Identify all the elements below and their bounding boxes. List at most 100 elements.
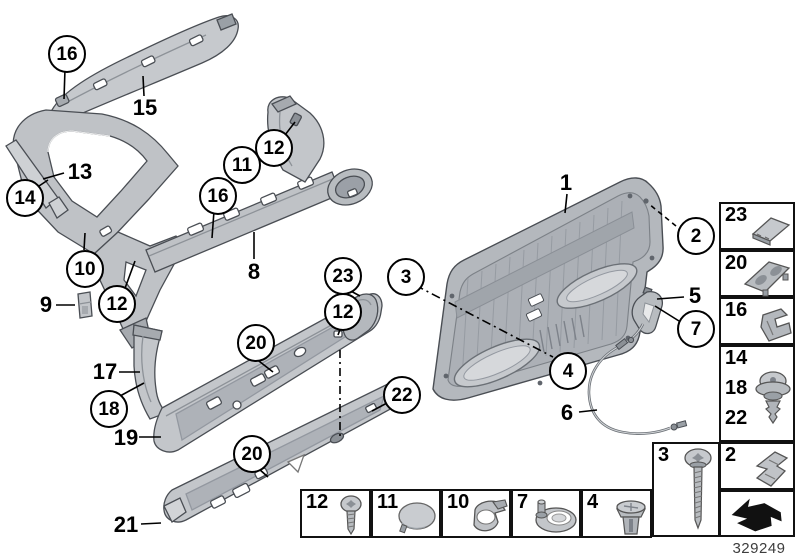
callout-text-17[interactable]: 17 bbox=[93, 361, 117, 383]
callout-text-21[interactable]: 21 bbox=[114, 514, 138, 536]
callout-text-19[interactable]: 19 bbox=[114, 427, 138, 449]
callout-label: 7 bbox=[690, 318, 702, 340]
legend-label: 2 bbox=[725, 444, 737, 466]
legend-box-direction[interactable] bbox=[719, 490, 795, 537]
callout-circle-23[interactable]: 23 bbox=[324, 257, 362, 295]
callout-circle-11[interactable]: 11 bbox=[223, 146, 261, 184]
callout-label: 15 bbox=[132, 95, 158, 120]
callout-circle-10[interactable]: 10 bbox=[66, 250, 104, 288]
callout-circle-16-top[interactable]: 16 bbox=[48, 35, 86, 73]
callout-circle-12-mid[interactable]: 12 bbox=[324, 293, 362, 331]
callout-text-15[interactable]: 15 bbox=[133, 97, 157, 119]
callout-label: 18 bbox=[98, 398, 120, 420]
edge-clip-icon bbox=[760, 308, 792, 342]
legend-label: 3 bbox=[658, 444, 670, 466]
part-13-edge-strip bbox=[5, 139, 69, 219]
callout-label: 11 bbox=[231, 154, 253, 176]
legend-box-10[interactable]: 10 bbox=[441, 489, 511, 538]
legend-label: 12 bbox=[306, 491, 329, 513]
legend-box-20[interactable]: 20 bbox=[719, 250, 795, 297]
callout-circle-7[interactable]: 7 bbox=[677, 310, 715, 348]
legend-box-4[interactable]: 4 bbox=[581, 489, 652, 538]
callout-label: 19 bbox=[113, 425, 139, 450]
callout-circle-12-top[interactable]: 12 bbox=[255, 129, 293, 167]
grommet-icon bbox=[535, 499, 577, 533]
legend-label: 10 bbox=[447, 491, 470, 513]
expansion-nut-icon bbox=[616, 500, 646, 535]
callout-circle-14[interactable]: 14 bbox=[6, 179, 44, 217]
legend-label: 4 bbox=[587, 491, 599, 513]
callout-text-1[interactable]: 1 bbox=[560, 172, 572, 194]
speed-nut-icon bbox=[473, 499, 508, 532]
legend-label: 18 bbox=[725, 377, 748, 399]
callout-label: 12 bbox=[106, 293, 128, 315]
part-8-frame-rail bbox=[145, 95, 373, 273]
legend-box-3[interactable]: 3 bbox=[652, 442, 720, 537]
callout-circle-16-mid[interactable]: 16 bbox=[199, 177, 237, 215]
legend-box-7[interactable]: 7 bbox=[511, 489, 581, 538]
short-screw-icon bbox=[340, 495, 362, 536]
callout-label: 10 bbox=[74, 258, 96, 280]
callout-label: 16 bbox=[207, 185, 229, 207]
callout-label: 17 bbox=[92, 359, 118, 384]
callout-label: 12 bbox=[332, 301, 354, 323]
callout-label: 20 bbox=[241, 443, 263, 465]
callout-label: 4 bbox=[562, 360, 574, 382]
diagram-number: 329249 bbox=[732, 540, 786, 557]
legend-box-16[interactable]: 16 bbox=[719, 297, 795, 345]
part-21-sill-trim-lower bbox=[163, 379, 406, 523]
callout-circle-22[interactable]: 22 bbox=[383, 376, 421, 414]
spring-clip-icon bbox=[755, 451, 789, 487]
callout-label: 14 bbox=[14, 187, 36, 209]
callout-circle-3[interactable]: 3 bbox=[387, 258, 425, 296]
callout-label: 6 bbox=[560, 400, 574, 425]
legend-box-11[interactable]: 11 bbox=[371, 489, 441, 538]
callout-text-8[interactable]: 8 bbox=[248, 261, 260, 283]
callout-label: 1 bbox=[559, 170, 573, 195]
part-9-clip-piece bbox=[77, 291, 93, 319]
long-screw-icon bbox=[684, 448, 712, 530]
legend-box-2[interactable]: 2 bbox=[719, 442, 795, 490]
callout-circle-2[interactable]: 2 bbox=[677, 217, 715, 255]
direction-arrow-icon bbox=[731, 498, 782, 532]
part-5-pull-handle bbox=[631, 286, 663, 335]
callout-circle-20-lower[interactable]: 20 bbox=[233, 435, 271, 473]
part-1-tailgate-trim-panel bbox=[432, 177, 664, 401]
callout-text-5[interactable]: 5 bbox=[689, 285, 701, 307]
callout-label: 5 bbox=[688, 283, 702, 308]
legend-box-14-18-22[interactable]: 14 18 22 bbox=[719, 345, 795, 442]
callout-label: 3 bbox=[400, 266, 412, 288]
callout-circle-18[interactable]: 18 bbox=[90, 390, 128, 428]
callout-label: 9 bbox=[39, 292, 53, 317]
callout-label: 2 bbox=[690, 225, 702, 247]
callout-label: 20 bbox=[245, 332, 267, 354]
callout-label: 21 bbox=[113, 512, 139, 537]
legend-label: 7 bbox=[517, 491, 529, 513]
round-cap-icon bbox=[398, 502, 436, 534]
legend-label: 16 bbox=[725, 299, 748, 321]
legend-label: 23 bbox=[725, 204, 748, 226]
part-6-bowden-cable bbox=[587, 323, 688, 435]
callout-label: 16 bbox=[56, 43, 78, 65]
callout-label: 23 bbox=[332, 265, 354, 287]
legend-box-12[interactable]: 12 bbox=[300, 489, 371, 538]
legend-box-23[interactable]: 23 bbox=[719, 202, 795, 250]
callout-circle-12-left[interactable]: 12 bbox=[98, 285, 136, 323]
legend-label: 14 bbox=[725, 347, 748, 369]
callout-label: 8 bbox=[247, 259, 261, 284]
plate-two-holes-icon bbox=[743, 261, 791, 297]
callout-label: 13 bbox=[67, 159, 93, 184]
callout-text-9[interactable]: 9 bbox=[40, 294, 52, 316]
push-rivet-icon bbox=[755, 371, 791, 425]
legend-label: 20 bbox=[725, 252, 748, 274]
part-15-upper-trim-blade bbox=[51, 13, 239, 121]
callout-text-6[interactable]: 6 bbox=[561, 402, 573, 424]
callout-circle-4[interactable]: 4 bbox=[549, 352, 587, 390]
legend-label: 11 bbox=[377, 491, 399, 513]
cover-plate-icon bbox=[751, 217, 791, 246]
callout-circle-20-upper[interactable]: 20 bbox=[237, 324, 275, 362]
callout-text-13[interactable]: 13 bbox=[68, 161, 92, 183]
legend-label: 22 bbox=[725, 407, 748, 429]
